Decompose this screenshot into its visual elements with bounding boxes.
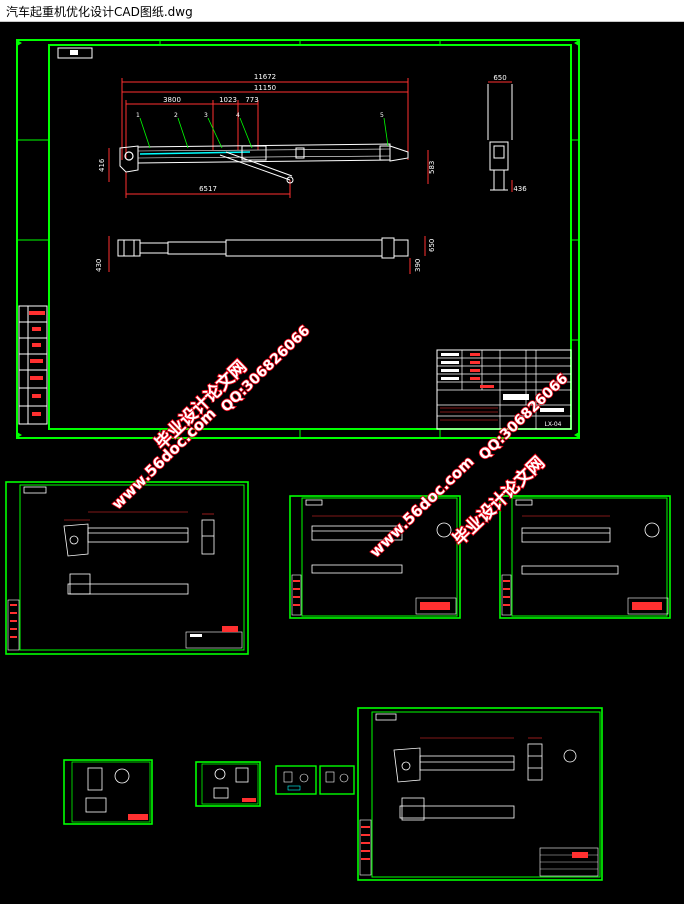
svg-text:1023: 1023 (219, 96, 237, 104)
svg-text:773: 773 (245, 96, 258, 104)
dimension-lines (108, 78, 513, 274)
svg-text:650: 650 (428, 239, 436, 252)
sheet-9 (357, 707, 603, 881)
title-block: LX-04 (436, 349, 572, 430)
main-drawing-sheet: 11672 11150 3800 1023 773 6517 650 436 4… (16, 39, 580, 439)
svg-text:430: 430 (95, 259, 103, 272)
svg-text:650: 650 (493, 74, 506, 82)
sheet-3 (289, 495, 461, 619)
boom-end-view (487, 84, 513, 191)
svg-text:436: 436 (513, 185, 527, 193)
svg-text:3: 3 (204, 112, 208, 119)
svg-text:416: 416 (98, 158, 106, 172)
boom-side-view (119, 143, 409, 184)
svg-text:2: 2 (174, 112, 178, 119)
svg-text:1: 1 (136, 112, 140, 119)
part-leaders (139, 117, 389, 149)
svg-text:6517: 6517 (199, 185, 217, 193)
sheet-7 (275, 765, 317, 795)
sheet-8 (319, 765, 355, 795)
sheet-6 (195, 761, 261, 807)
cad-drawing-canvas[interactable]: 11672 11150 3800 1023 773 6517 650 436 4… (0, 22, 684, 904)
svg-text:4: 4 (236, 112, 240, 119)
sheet-outer-border (16, 39, 580, 439)
dimension-values: 11672 11150 3800 1023 773 6517 650 436 4… (95, 73, 527, 272)
svg-text:583: 583 (428, 161, 436, 174)
sheet-inner-border (48, 44, 572, 430)
sheet-2 (5, 481, 249, 655)
svg-text:LX-04: LX-04 (545, 421, 562, 428)
window-title-bar: 汽车起重机优化设计CAD图纸.dwg (0, 0, 684, 22)
boom-plan-view (117, 237, 409, 259)
sheet-5 (63, 759, 153, 825)
svg-text:3800: 3800 (163, 96, 181, 104)
svg-text:5: 5 (380, 112, 384, 119)
window-title: 汽车起重机优化设计CAD图纸.dwg (6, 5, 193, 19)
svg-text:11672: 11672 (254, 73, 276, 81)
sheet-4 (499, 495, 671, 619)
svg-text:11150: 11150 (254, 84, 276, 92)
left-revision-strip (18, 305, 48, 425)
svg-text:390: 390 (414, 259, 422, 272)
